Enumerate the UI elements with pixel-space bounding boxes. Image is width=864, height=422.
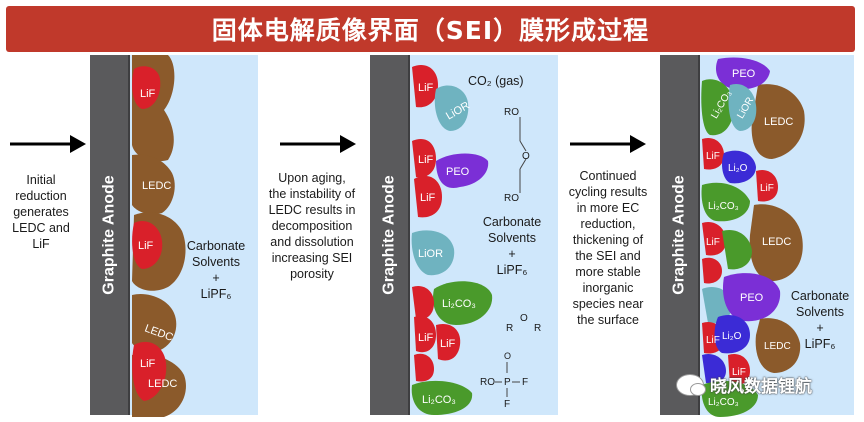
molecule-label: R [506, 323, 513, 334]
li2o-blob [702, 353, 726, 384]
blob-label: LiF [420, 192, 436, 204]
blob-label: LiF [706, 237, 720, 248]
lif-blob [414, 315, 436, 353]
ledc-blob [132, 154, 175, 215]
lif-blob [414, 353, 434, 382]
blob-label: LiF [706, 151, 720, 162]
arrow-icon [280, 135, 356, 153]
blob-label: Li₂O [722, 331, 742, 342]
blob-label: LiF [138, 240, 154, 252]
lif-blob [756, 169, 778, 202]
blob-label: PEO [740, 292, 764, 304]
lif-blob [132, 66, 161, 109]
blob-label: LiF [418, 82, 434, 94]
molecule-label: RO [504, 193, 519, 204]
ledc-blob [755, 318, 801, 373]
blob-label: LiF [140, 88, 156, 100]
lif-blob [412, 139, 436, 178]
ledc-blob [749, 204, 803, 281]
watermark: 晓风数据锂航 [676, 372, 812, 397]
lior-blob [434, 85, 469, 131]
lif-blob [436, 323, 461, 361]
lif-blob [132, 341, 167, 401]
lif-blob [702, 137, 724, 170]
blob-label: LiF [706, 335, 720, 346]
arrow-icon [570, 135, 646, 153]
wechat-icon [676, 373, 706, 396]
li2co3-blob [701, 182, 750, 222]
molecule-label: O [504, 351, 511, 361]
lior-blob [728, 83, 757, 131]
lif-blob [728, 353, 750, 386]
graphite-anode: Graphite Anode [90, 55, 130, 415]
page-title: 固体电解质像界面（SEI）膜形成过程 [211, 16, 650, 45]
blob-label: LEDC [148, 378, 177, 390]
blob-label: LEDC [764, 116, 793, 128]
graphite-anode: Graphite Anode [370, 55, 410, 415]
li2co3-blob [701, 79, 734, 136]
sei-layer-1: LiF LEDC LiF LEDC LiF LEDC [132, 55, 186, 417]
peo-blob [722, 273, 781, 322]
molecule-label: O [520, 313, 528, 324]
graphite-anode: Graphite Anode [660, 55, 700, 415]
lif-blob [702, 221, 726, 256]
molecule-label: O [522, 151, 530, 162]
blob-label: LiF [418, 332, 434, 344]
li2co3-blob [411, 380, 473, 415]
blob-label: Li₂CO₃ [422, 394, 456, 406]
blob-label: LiF [418, 154, 434, 166]
peo-blob [436, 153, 489, 188]
blob-label: LiOR [418, 248, 443, 260]
li2co3-blob [701, 380, 758, 417]
li2co3-blob [722, 229, 752, 270]
blob-label: PEO [732, 68, 756, 80]
ledc-blob [751, 84, 805, 159]
blob-label: LiF [440, 338, 456, 350]
arrow-icon [10, 135, 86, 153]
molecule-label: RO [480, 377, 495, 388]
blob-label: LiF [760, 183, 774, 194]
sei-layer-3: PEO Li₂CO₃ LiOR LEDC LiF Li₂O LiF Li₂CO₃… [701, 57, 805, 417]
sei-layer-2: LiF LiOR LiF PEO LiF LiOR Li₂CO₃ LiF LiF… [411, 65, 541, 415]
lif-blob [412, 285, 434, 320]
li2o-blob [714, 315, 750, 354]
molecule-label: F [522, 377, 528, 388]
blob-label: Li₂CO₃ [708, 201, 739, 212]
blob-label: LiF [732, 367, 746, 378]
blob-label: LEDC [762, 236, 791, 248]
blob-label: LiF [140, 358, 156, 370]
molecule-label: R [534, 323, 541, 334]
ether-molecule [519, 117, 527, 193]
watermark-text: 晓风数据锂航 [710, 377, 812, 397]
blob-label: PEO [446, 166, 470, 178]
peo-blob [715, 57, 770, 90]
blob-label: Li₂O [728, 163, 748, 174]
blob-label: LEDC [764, 341, 791, 352]
lif-blob [132, 221, 163, 269]
blob-label: Li₂CO₃ [442, 298, 476, 310]
lior-blob [411, 230, 455, 276]
li2o-blob [722, 150, 756, 184]
blob-label: LEDC [142, 180, 171, 192]
molecule-label: P [504, 377, 511, 388]
title-banner: 固体电解质像界面（SEI）膜形成过程 [6, 6, 855, 52]
blob-label: Li₂CO₃ [708, 397, 739, 408]
molecule-label: F [504, 399, 510, 410]
lif-blob [702, 257, 722, 284]
gas-label: CO₂ (gas) [468, 74, 524, 88]
molecule-label: RO [504, 107, 519, 118]
lif-blob [414, 175, 442, 218]
li2co3-blob [432, 281, 493, 325]
lif-blob [412, 65, 438, 108]
ledc-blob [132, 293, 177, 352]
